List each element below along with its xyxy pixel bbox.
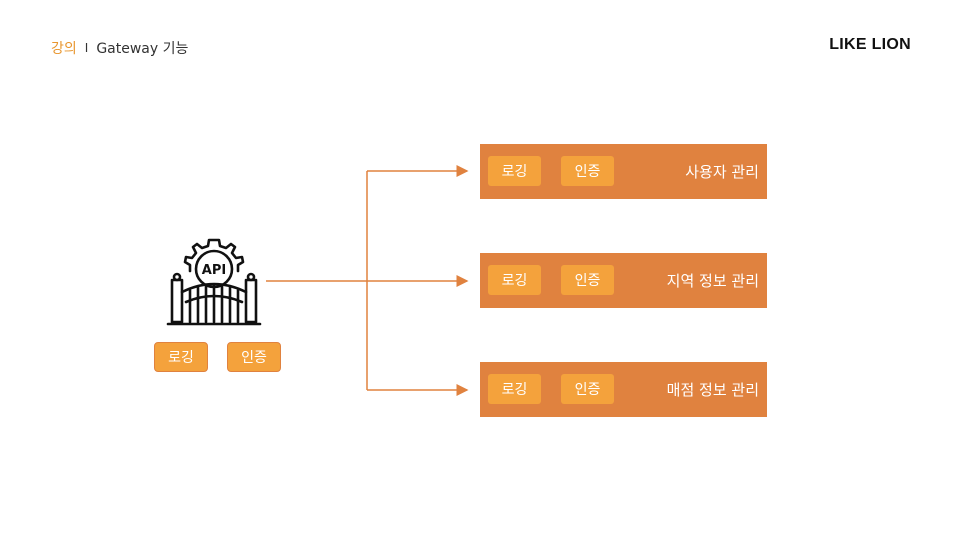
service-chip-auth: 인증	[561, 374, 614, 404]
service-chip-logging: 로깅	[488, 374, 541, 404]
service-chip-auth: 인증	[561, 156, 614, 186]
section-label: 강의	[51, 41, 77, 57]
service-box-user: 로깅 인증 사용자 관리	[480, 144, 767, 199]
service-title: 지역 정보 관리	[666, 272, 759, 290]
service-chip-auth: 인증	[561, 265, 614, 295]
brand-logo: LIKE LION	[829, 36, 911, 53]
header-separator: I	[84, 41, 89, 55]
slide-header: 강의 I Gateway 기능	[51, 38, 188, 58]
slide-title: Gateway 기능	[96, 41, 189, 57]
service-box-store: 로깅 인증 매점 정보 관리	[480, 362, 767, 417]
service-chip-logging: 로깅	[488, 265, 541, 295]
service-chip-logging: 로깅	[488, 156, 541, 186]
gateway-chip-logging: 로깅	[154, 342, 208, 372]
api-text: API	[202, 263, 226, 278]
service-title: 매점 정보 관리	[666, 381, 759, 399]
gateway-chip-auth: 인증	[227, 342, 281, 372]
service-box-region: 로깅 인증 지역 정보 관리	[480, 253, 767, 308]
api-gateway-gate-icon: API	[166, 236, 262, 332]
service-title: 사용자 관리	[685, 163, 759, 181]
